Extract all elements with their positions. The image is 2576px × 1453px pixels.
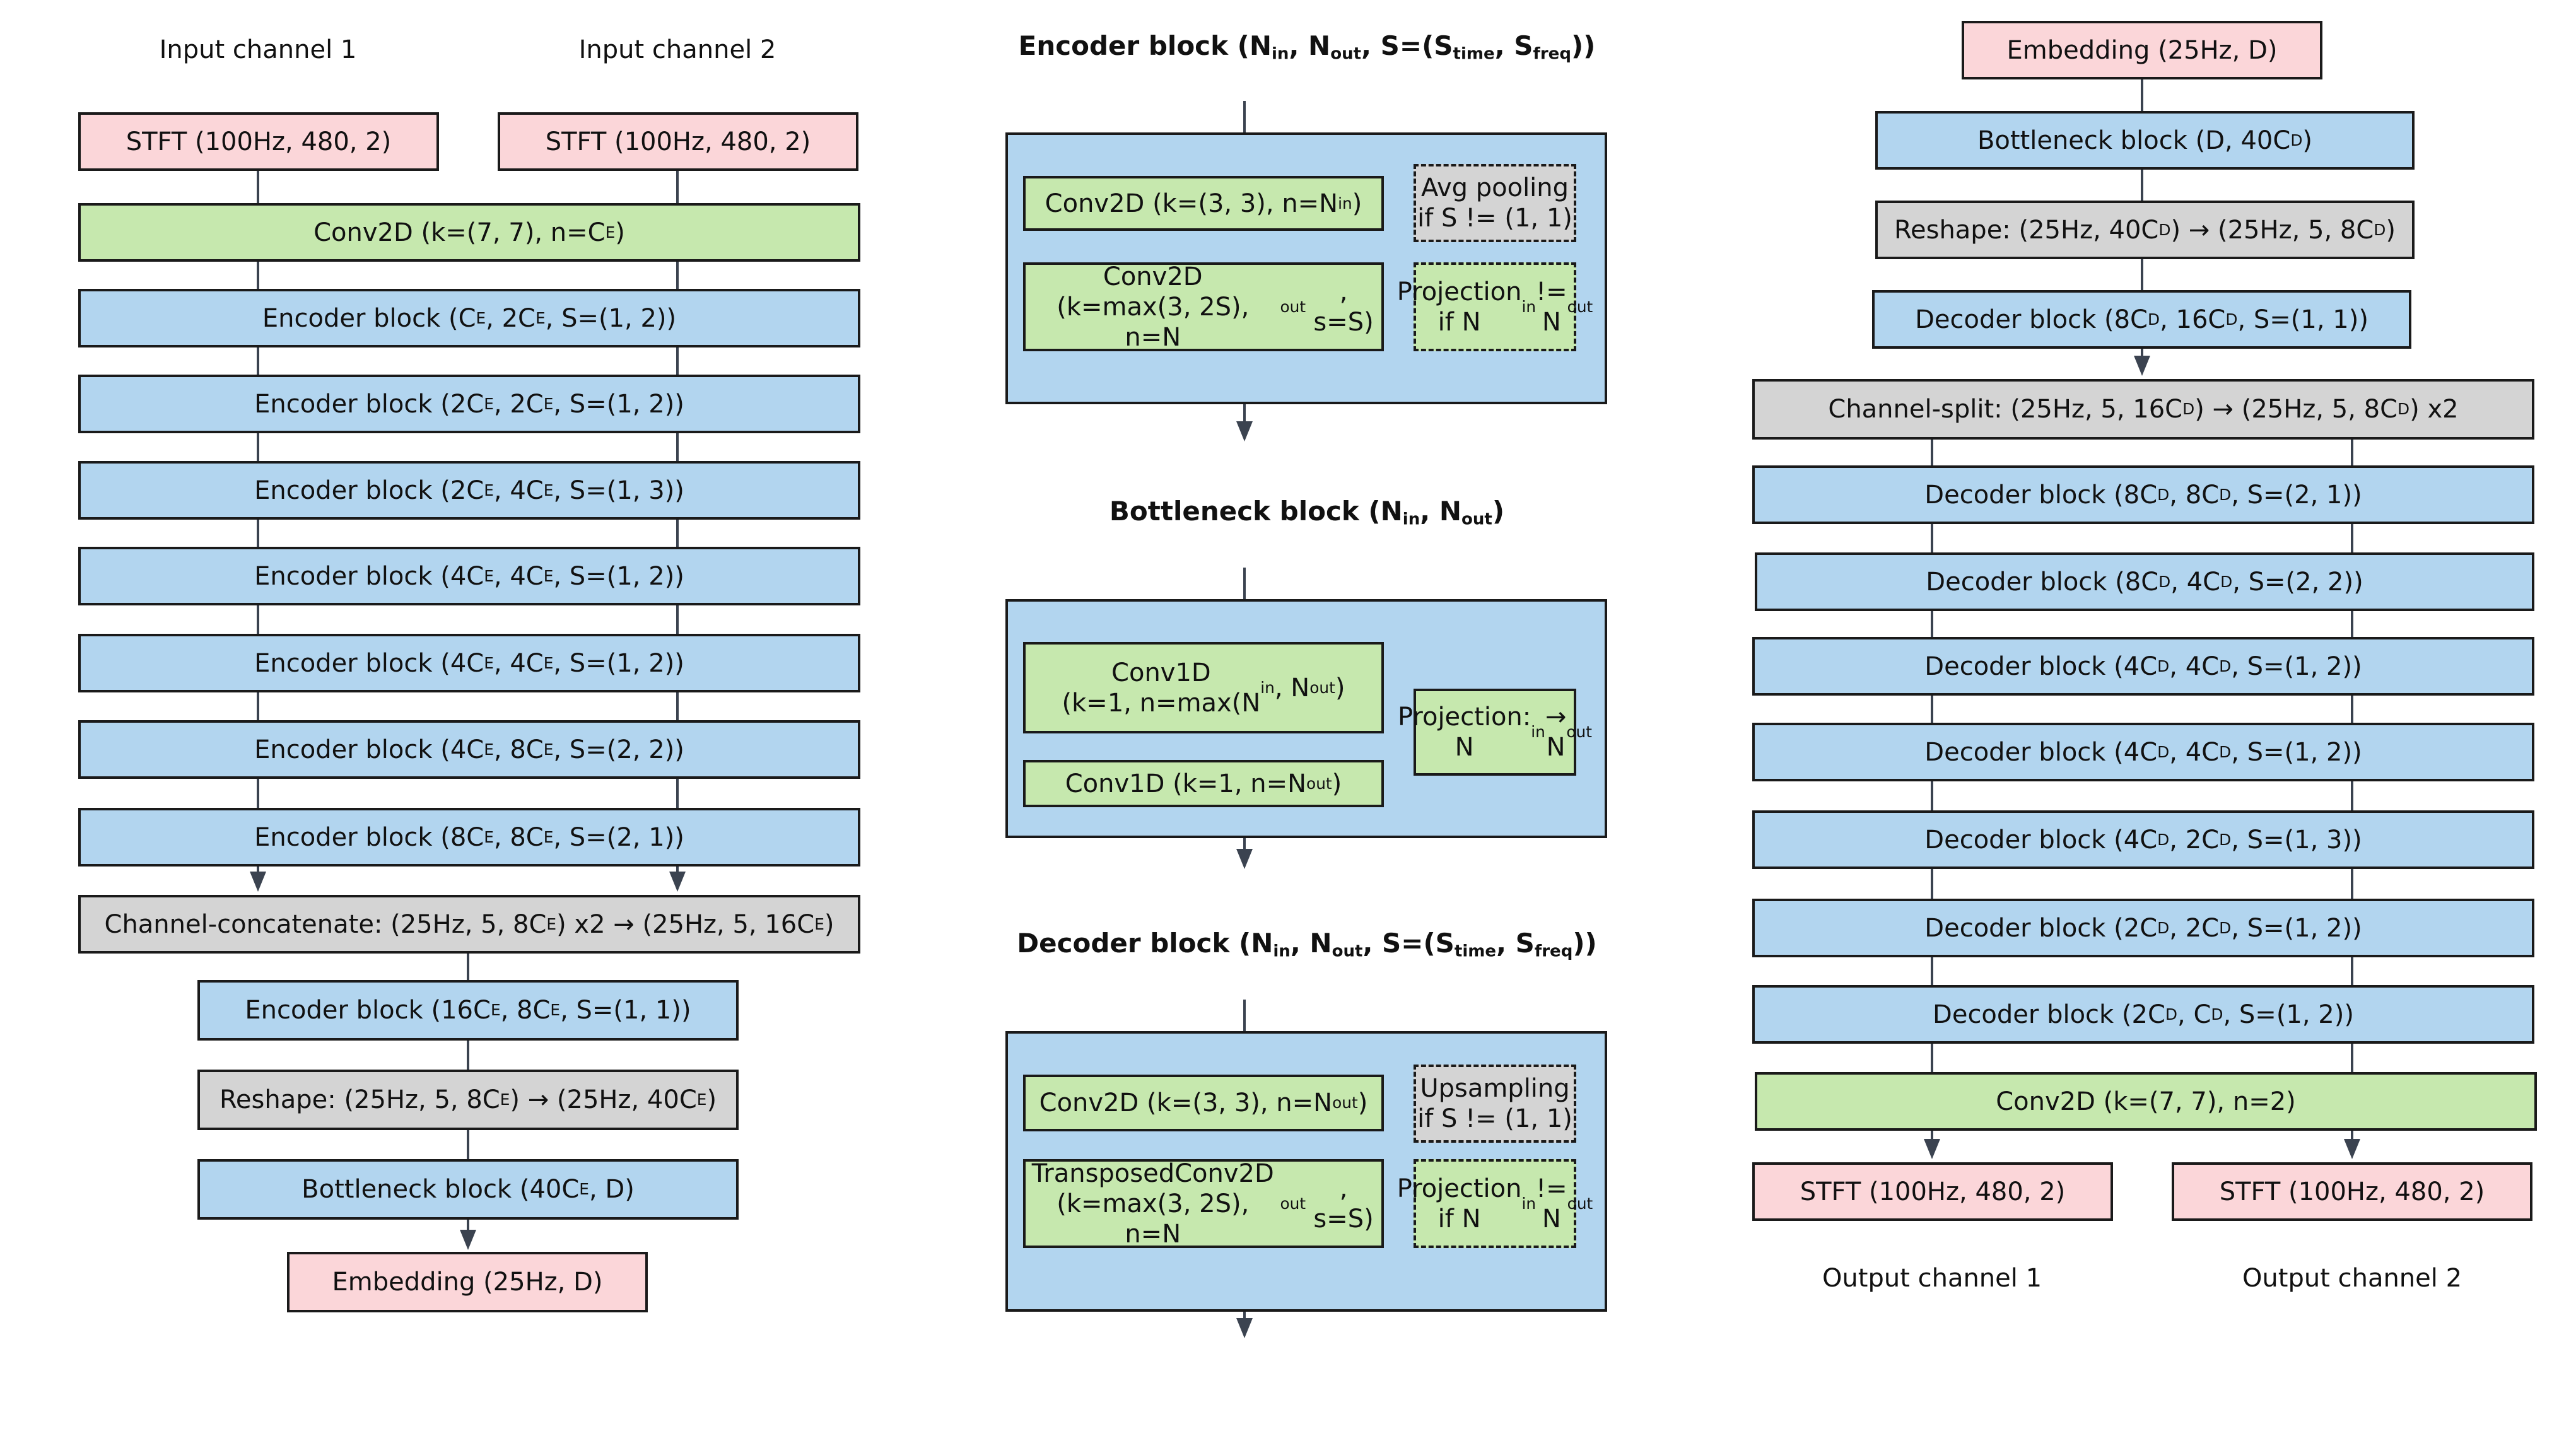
- embedding-input: Embedding (25Hz, D): [1962, 21, 2322, 79]
- decoder-block-title: Decoder block (Nin, Nout, S=(Stime, Sfre…: [1017, 928, 1597, 961]
- encoder-block-title: Encoder block (Nin, Nout, S=(Stime, Sfre…: [1018, 30, 1596, 64]
- stft-output-1: STFT (100Hz, 480, 2): [1752, 1162, 2113, 1221]
- stft-input-2: STFT (100Hz, 480, 2): [498, 112, 858, 171]
- output-channel-2-label: Output channel 2: [2242, 1264, 2462, 1293]
- stft-output-2: STFT (100Hz, 480, 2): [2172, 1162, 2532, 1221]
- arrowhead: [669, 872, 686, 892]
- arrowhead: [250, 872, 266, 892]
- embedding-output: Embedding (25Hz, D): [287, 1252, 648, 1312]
- conv2d-output: Conv2D (k=(7, 7), n=2): [1755, 1072, 2537, 1131]
- arrowhead: [460, 1230, 476, 1250]
- arrowhead: [1236, 1318, 1253, 1338]
- arrowhead: [2344, 1139, 2360, 1159]
- output-channel-1-label: Output channel 1: [1822, 1264, 2042, 1293]
- stft-input-1: STFT (100Hz, 480, 2): [78, 112, 439, 171]
- arrowhead: [2134, 356, 2150, 376]
- arrowhead: [1236, 849, 1253, 869]
- input-channel-2-label: Input channel 2: [578, 35, 776, 64]
- arrowhead: [1236, 421, 1253, 441]
- bottleneck-block-title: Bottleneck block (Nin, Nout): [1109, 496, 1505, 529]
- input-channel-1-label: Input channel 1: [159, 35, 357, 64]
- arrowhead: [1924, 1139, 1940, 1159]
